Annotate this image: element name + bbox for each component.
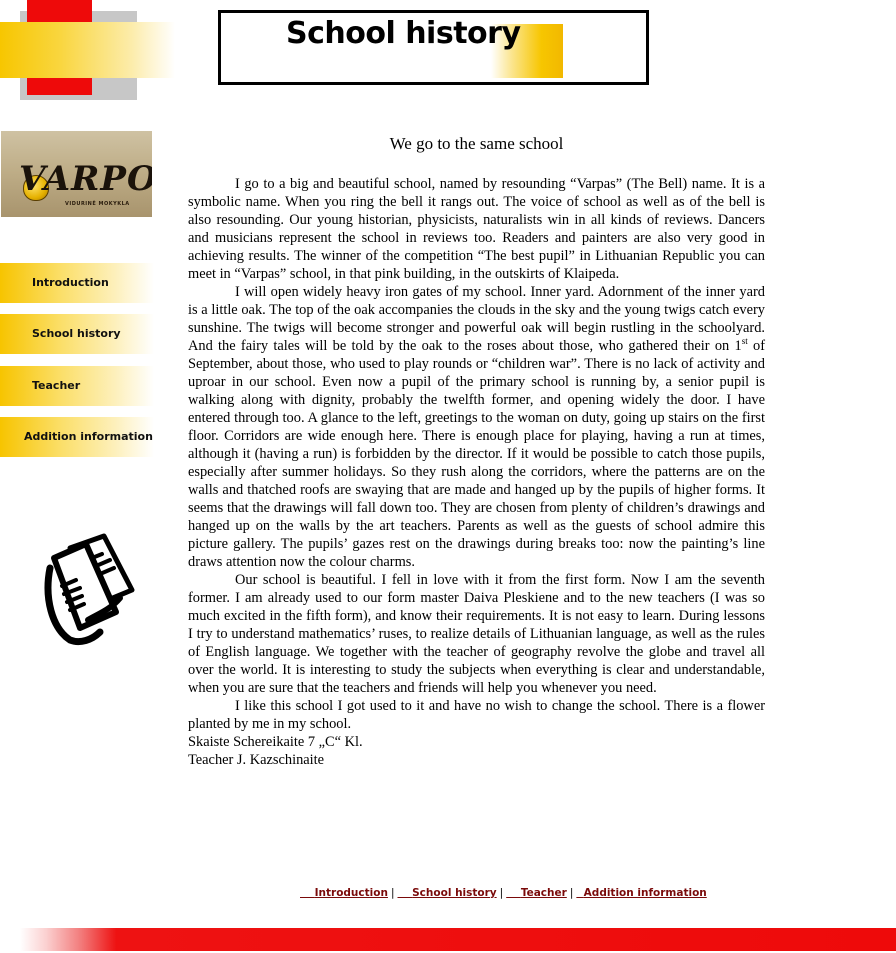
ordinal-suffix: st [741, 336, 748, 347]
footer-link-label: School history [412, 887, 497, 899]
article-text: of September, about those, who used to p… [188, 338, 765, 570]
footer-separator: | [499, 887, 504, 899]
footer-separator: | [569, 887, 574, 899]
article-text: I will open widely heavy iron gates of m… [188, 284, 765, 354]
footer-link-introduction[interactable]: Introduction [300, 887, 388, 899]
footer-nav: Introduction| School history| Teacher| A… [300, 887, 707, 899]
article-teacher: Teacher J. Kazschinaite [188, 752, 325, 768]
title-yellow-swatch [491, 24, 563, 78]
footer-link-teacher[interactable]: Teacher [506, 887, 567, 899]
logo-subtitle: VIDURINĖ MOKYKLA [65, 201, 130, 207]
nav-item-label: Introduction [32, 276, 109, 289]
article-paragraph: I go to a big and beautiful school, name… [188, 176, 765, 282]
article-author: Skaiste Schereikaite 7 „C“ Kl. [188, 734, 363, 750]
nav-item-school-history[interactable]: School history [0, 314, 154, 354]
nav-item-addition-information[interactable]: Addition information [0, 417, 154, 457]
footer-link-label: Teacher [520, 887, 567, 899]
article-heading: We go to the same school [389, 134, 564, 153]
school-logo: VARPO VIDURINĖ MOKYKLA [1, 131, 152, 217]
footer-link-label: Introduction [314, 887, 388, 899]
logo-wordmark: VARPO [19, 159, 152, 199]
footer-red-bar [20, 928, 896, 951]
nav-item-label: Addition information [24, 430, 153, 443]
article-body: I go to a big and beautiful school, name… [188, 175, 765, 769]
page-title-banner: School history [218, 10, 649, 85]
footer-link-label: Addition information [583, 887, 707, 899]
article-paragraph: Our school is beautiful. I fell in love … [188, 572, 765, 696]
papers-icon [44, 533, 135, 646]
nav-item-label: School history [32, 327, 121, 340]
article-paragraph: I like this school I got used to it and … [188, 698, 765, 732]
footer-link-addition-information[interactable]: Addition information [576, 887, 707, 899]
nav-item-label: Teacher [32, 379, 81, 392]
footer-link-school-history[interactable]: School history [398, 887, 497, 899]
footer-separator: | [390, 887, 395, 899]
nav-item-introduction[interactable]: Introduction [0, 263, 154, 303]
decorative-yellow-block [0, 22, 175, 78]
bell-icon [23, 175, 49, 201]
article-paragraph: I will open widely heavy iron gates of m… [188, 283, 765, 571]
nav-item-teacher[interactable]: Teacher [0, 366, 154, 406]
page-title: School history [286, 16, 521, 51]
